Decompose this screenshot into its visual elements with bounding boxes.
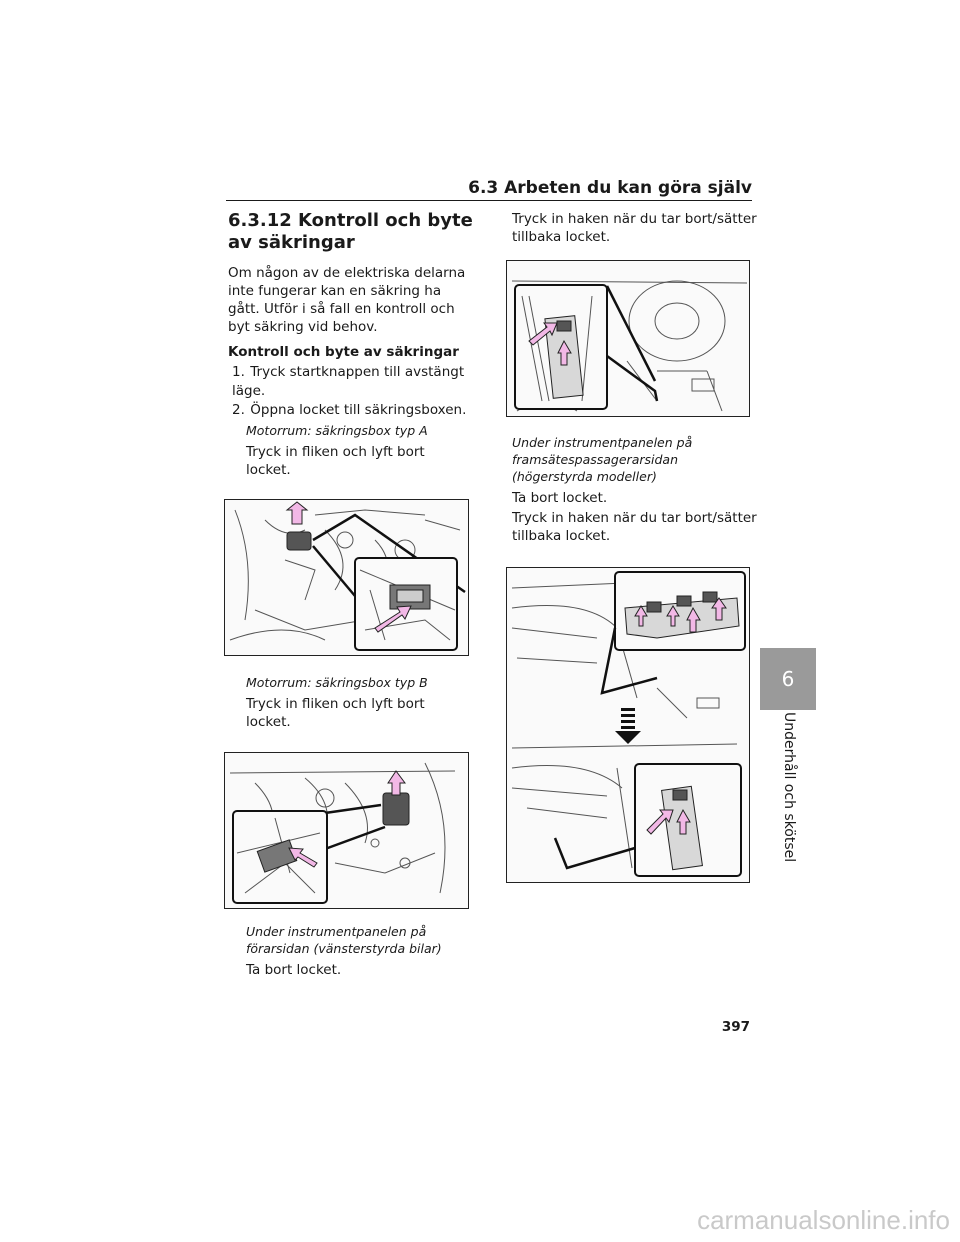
section-title: 6.3.12 Kontroll och byte av säkringar [228,210,473,253]
figure-passenger-side-panel [506,567,750,883]
instruction-driver-side-hook: Tryck in haken när du tar bort/sätter ti… [512,211,757,245]
instruction-driver-side: Ta bort locket. [246,962,342,978]
instruction-passenger-side-2: Tryck in haken när du tar bort/sätter ti… [512,510,757,544]
caption-fusebox-a: Motorrum: säkringsbox typ A [246,423,428,438]
step-number: 2. [232,402,245,418]
watermark: carmanualsonline.info [697,1205,950,1235]
chapter-tab-label: Underhåll och skötsel [760,712,816,862]
instruction-fusebox-b: Tryck in fliken och lyft bort locket. [246,696,425,730]
driver-panel-illustration [511,280,748,412]
running-header: 6.3 Arbeten du kan göra själv [468,178,752,198]
page-number: 397 [721,1019,750,1035]
caption-passenger-side: Under instrumentpanelen på framsätespass… [512,435,693,484]
header-rule [226,200,752,201]
chapter-tab-label-text: Underhåll och skötsel [781,712,797,863]
caption-driver-side: Under instrumentpanelen på förarsidan (v… [246,924,442,956]
engine-bay-illustration-b [229,762,456,904]
figure-driver-side-panel [506,260,750,417]
figure-engine-fusebox-b [224,752,469,909]
passenger-panel-illustration [511,571,746,877]
figure-engine-fusebox-a [224,499,469,656]
engine-bay-illustration-a [229,501,466,651]
left-column: 6.3.12 Kontroll och byte av säkringar Om… [224,210,473,979]
caption-fusebox-b: Motorrum: säkringsbox typ B [246,675,428,690]
step-text: Öppna locket till säkringsboxen. [250,402,467,418]
step-2: 2. Öppna locket till säkringsboxen. [228,401,473,420]
subheading: Kontroll och byte av säkringar [228,344,459,360]
step-text: Tryck startknappen till avstängt läge. [232,364,465,399]
instruction-fusebox-a: Tryck in fliken och lyft bort locket. [246,444,425,478]
intro-paragraph: Om någon av de elektriska delarna inte f… [228,265,466,335]
step-1: 1. Tryck startknappen till avstängt läge… [228,363,473,401]
instruction-passenger-side-1: Ta bort locket. [512,490,608,506]
step-number: 1. [232,364,245,380]
chapter-tab: 6 [760,648,816,710]
right-column: Tryck in haken när du tar bort/sätter ti… [506,210,757,883]
